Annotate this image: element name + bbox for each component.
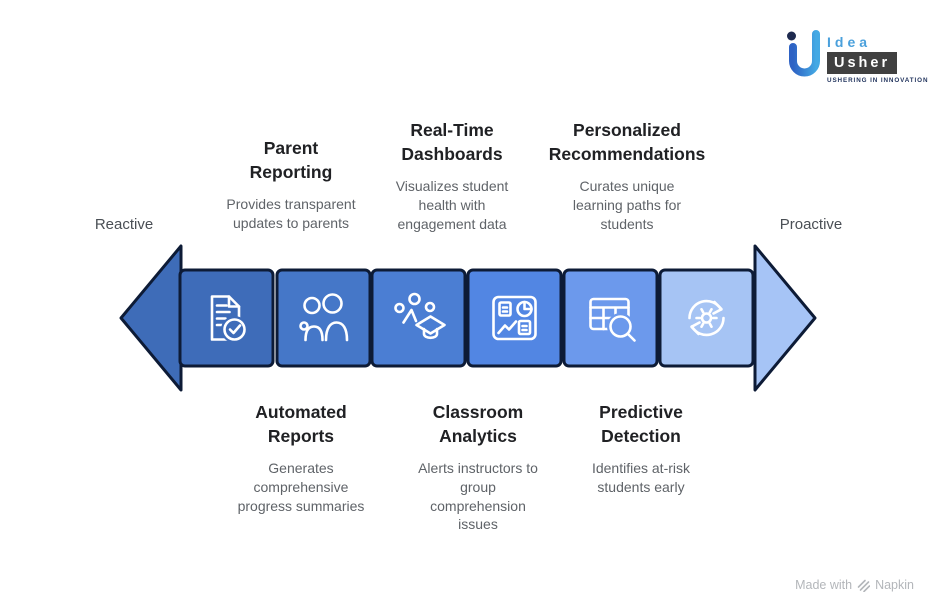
feature-predictive-detection: Predictive Detection Identifies at-risk … xyxy=(551,400,731,497)
arrow-segment-4 xyxy=(466,268,563,368)
feature-title: Automated Reports xyxy=(255,402,347,447)
arrow-left-head xyxy=(119,244,183,392)
table-search-icon xyxy=(589,297,636,342)
feature-description: Identifies at-risk students early xyxy=(591,460,691,495)
feature-personalized-recommendations: Personalized Recommendations Curates uni… xyxy=(527,118,727,233)
ideausher-logo: Idea Usher USHERING IN INNOVATION xyxy=(785,28,928,84)
label-proactive: Proactive xyxy=(779,216,843,233)
logo-idea-text: Idea xyxy=(827,34,872,50)
graduation-scatter-icon xyxy=(394,292,446,340)
feature-realtime-dashboards: Real-Time Dashboards Visualizes student … xyxy=(362,118,542,233)
feature-description: Visualizes student health with engagemen… xyxy=(395,178,509,232)
arrow-segment-5 xyxy=(562,268,659,368)
feature-classroom-analytics: Classroom Analytics Alerts instructors t… xyxy=(388,400,568,534)
spectrum-arrow xyxy=(119,244,817,392)
feature-description: Generates comprehensive progress summari… xyxy=(237,460,365,514)
feature-title: Personalized Recommendations xyxy=(548,120,706,165)
sync-gear-icon xyxy=(688,299,725,337)
logo-tagline: USHERING IN INNOVATION xyxy=(827,77,929,85)
label-reactive: Reactive xyxy=(94,216,154,233)
feature-title: Predictive Detection xyxy=(599,402,683,447)
arrow-segment-3 xyxy=(370,268,467,368)
feature-description: Provides transparent updates to parents xyxy=(226,196,356,231)
family-icon xyxy=(299,293,349,342)
logo-usher-text: Usher xyxy=(827,52,898,75)
napkin-logo-icon xyxy=(857,579,871,592)
arrow-segment-1 xyxy=(178,268,275,368)
feature-title: Real-Time Dashboards xyxy=(401,120,503,165)
feature-title: Classroom Analytics xyxy=(432,402,524,447)
arrow-segment-6 xyxy=(658,268,755,368)
arrow-right-head xyxy=(753,244,817,392)
feature-parent-reporting: Parent Reporting Provides transparent up… xyxy=(196,136,386,233)
feature-description: Alerts instructors to group comprehensio… xyxy=(418,460,538,533)
made-with-napkin: Made with Napkin xyxy=(795,578,914,592)
logo-mark-icon xyxy=(787,30,820,77)
napkin-brand-text: Napkin xyxy=(875,578,914,592)
made-with-text: Made with xyxy=(795,578,853,592)
arrow-segment-2 xyxy=(275,268,372,368)
dashboard-charts-icon xyxy=(492,295,537,341)
feature-automated-reports: Automated Reports Generates comprehensiv… xyxy=(211,400,391,515)
document-check-icon xyxy=(210,295,248,343)
feature-description: Curates unique learning paths for studen… xyxy=(572,178,682,232)
feature-title: Parent Reporting xyxy=(249,138,333,183)
